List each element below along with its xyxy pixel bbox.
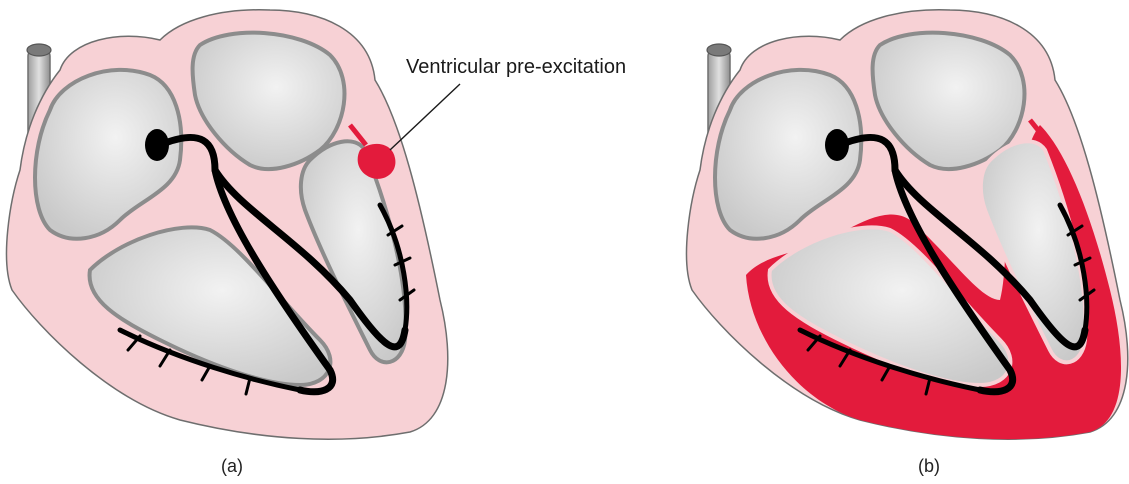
panel-a: Ventricular pre-excitation (a) <box>0 0 480 484</box>
panel-label-a: (a) <box>221 456 243 477</box>
callout-label: Ventricular pre-excitation <box>406 56 626 79</box>
panel-label-b: (b) <box>918 456 940 477</box>
heart-diagram-b <box>680 0 1129 450</box>
panel-b: (b) <box>680 0 1129 484</box>
callout-line <box>390 84 460 150</box>
